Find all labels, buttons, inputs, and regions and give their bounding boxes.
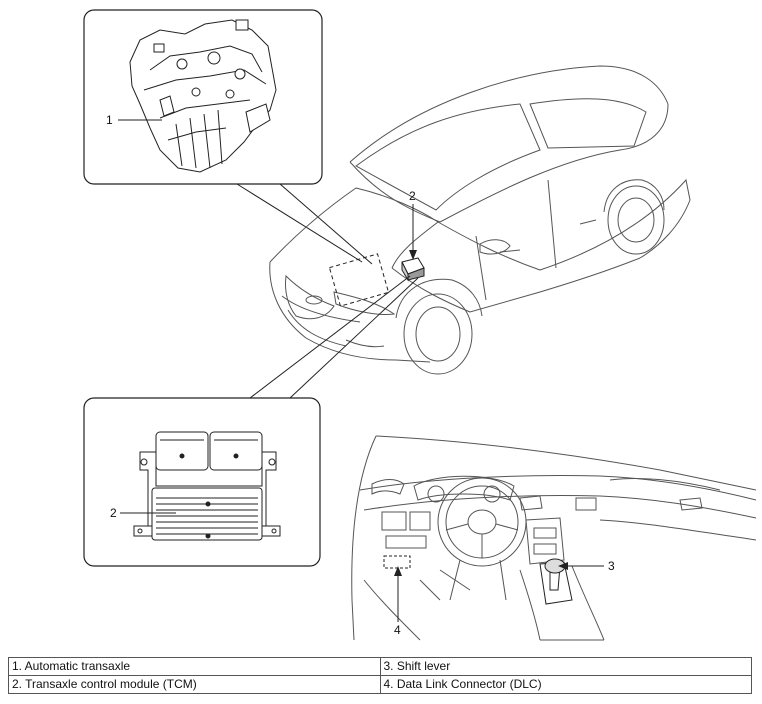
automatic-transaxle-illustration — [129, 19, 277, 173]
callout-2-top: 2 — [409, 189, 416, 203]
legend-row: 1. Automatic transaxle 3. Shift lever — [8, 657, 752, 676]
arrow-4 — [394, 566, 402, 576]
legend-item: 1. Automatic transaxle — [8, 657, 381, 676]
callout-3: 3 — [608, 559, 615, 573]
tcm-illustration — [133, 431, 281, 541]
callout-4: 4 — [394, 623, 401, 637]
arrow-2-top — [409, 250, 417, 260]
tcm-detail-box — [83, 275, 419, 567]
shift-lever-illustration — [539, 558, 573, 605]
dlc-location-marker — [383, 555, 411, 569]
legend-table: 1. Automatic transaxle 3. Shift lever 2.… — [8, 657, 752, 694]
legend-item: 4. Data Link Connector (DLC) — [379, 675, 752, 694]
legend-item: 3. Shift lever — [379, 657, 752, 676]
transaxle-location-marker — [328, 253, 390, 307]
callout-1: 1 — [106, 113, 113, 127]
legend-row: 2. Transaxle control module (TCM) 4. Dat… — [8, 675, 752, 694]
legend-item: 2. Transaxle control module (TCM) — [8, 675, 381, 694]
component-location-diagram: 1 2 2 3 4 — [83, 9, 757, 641]
transaxle-detail-box — [83, 9, 373, 265]
interior-illustration — [351, 435, 757, 641]
callout-2-module: 2 — [110, 506, 117, 520]
arrow-3 — [558, 562, 568, 570]
vehicle-illustration — [269, 65, 691, 375]
tcm-location-marker — [401, 257, 425, 282]
